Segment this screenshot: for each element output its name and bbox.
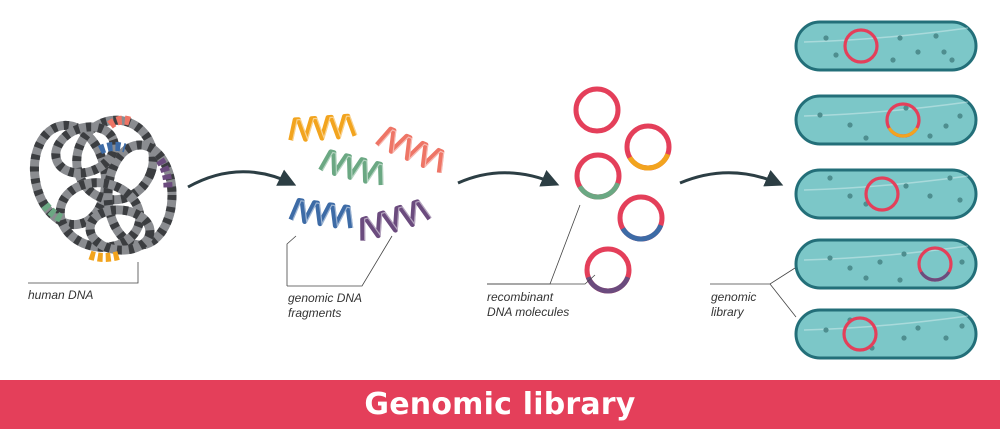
page-title: Genomic library (364, 387, 636, 422)
bacterium-dot (943, 123, 949, 129)
dna-colored-segment (41, 202, 65, 224)
leader-lines (28, 204, 797, 318)
dna-fragment (288, 113, 358, 142)
step-arrow-1 (187, 169, 297, 189)
dna-fragments-illustration (288, 113, 445, 241)
dna-colored-segment (88, 250, 122, 262)
bacterium-dot (890, 57, 896, 63)
bacterium-dot (901, 251, 907, 257)
plasmid (574, 152, 622, 200)
bacterium-dot (863, 275, 869, 281)
step-arrow-3 (679, 169, 784, 187)
dna-colored-segment (107, 115, 134, 129)
bacterium-dot (847, 193, 853, 199)
plasmid (624, 123, 672, 171)
human-dna-illustration (29, 115, 177, 262)
bacterium (794, 168, 978, 220)
bacterium-dot (817, 112, 823, 118)
bacterium-dot (833, 52, 839, 58)
dna-fragment (288, 198, 354, 229)
bacterium-dot (959, 259, 965, 265)
bacterium-dot (877, 259, 883, 265)
plasmid-insert (627, 153, 671, 171)
dna-fragment (318, 149, 384, 186)
bacterium-plasmid-insert (887, 127, 919, 138)
bacterium-dot (823, 327, 829, 333)
plasmid (617, 194, 665, 242)
bacterium (794, 308, 978, 360)
bacterium-plasmid (842, 316, 878, 352)
bacterium-dot (947, 175, 953, 181)
bacterium-plasmid-insert (919, 271, 951, 282)
bacterium-dot (897, 277, 903, 283)
bacterium-dot (927, 193, 933, 199)
bacterium-dot (827, 175, 833, 181)
bacterium (794, 238, 978, 290)
step-arrow-2 (457, 170, 560, 187)
bacterium (794, 94, 978, 146)
bacterium-dot (901, 335, 907, 341)
bacterium-dot (863, 135, 869, 141)
bacterium-dot (903, 105, 909, 111)
bacterium-dot (941, 49, 947, 55)
bacterium-dot (949, 57, 955, 63)
bacterium-dot (927, 133, 933, 139)
plasmid (573, 86, 621, 134)
bacterium-dot (915, 49, 921, 55)
bacterium-dot (847, 122, 853, 128)
bacterium-dot (957, 197, 963, 203)
diagram-canvas (28, 20, 978, 360)
bacterium-plasmid (864, 176, 900, 212)
bacterium-dot (847, 265, 853, 271)
label-genomic-dna-fragments: genomic DNA fragments (288, 291, 363, 320)
bacterium-dot (933, 33, 939, 39)
bacteria-library-illustration (794, 20, 978, 360)
dna-colored-segment (97, 141, 127, 155)
label-human-dna: human DNA (28, 288, 94, 302)
dna-colored-segment (156, 157, 173, 189)
dna-strand-stripe (103, 140, 177, 250)
bacterium (794, 20, 978, 72)
recombinant-plasmids-illustration (573, 86, 672, 294)
bacterium-dot (959, 323, 965, 329)
dna-strand-stripe (51, 122, 119, 178)
plasmid-insert (577, 182, 621, 200)
bacterium-dot (823, 35, 829, 41)
dna-fragment (375, 126, 445, 174)
bacterium-dot (957, 113, 963, 119)
bacterium-dot (897, 35, 903, 41)
label-genomic-library: genomic library (711, 290, 757, 319)
label-recombinant-dna-molecules: recombinant DNA molecules (487, 290, 570, 319)
plasmid-insert (620, 224, 664, 242)
bacterium-dot (903, 183, 909, 189)
dna-strand-stripe (55, 178, 145, 252)
title-banner: Genomic library (0, 380, 1000, 429)
bacterium-dot (915, 325, 921, 331)
bacterium-dot (827, 255, 833, 261)
bacterium-dot (943, 335, 949, 341)
dna-strand-stripe (85, 205, 155, 255)
dna-fragment (360, 199, 433, 241)
plasmid-insert (585, 276, 631, 294)
bacterium-plasmid (843, 28, 879, 64)
plasmid (584, 246, 632, 294)
